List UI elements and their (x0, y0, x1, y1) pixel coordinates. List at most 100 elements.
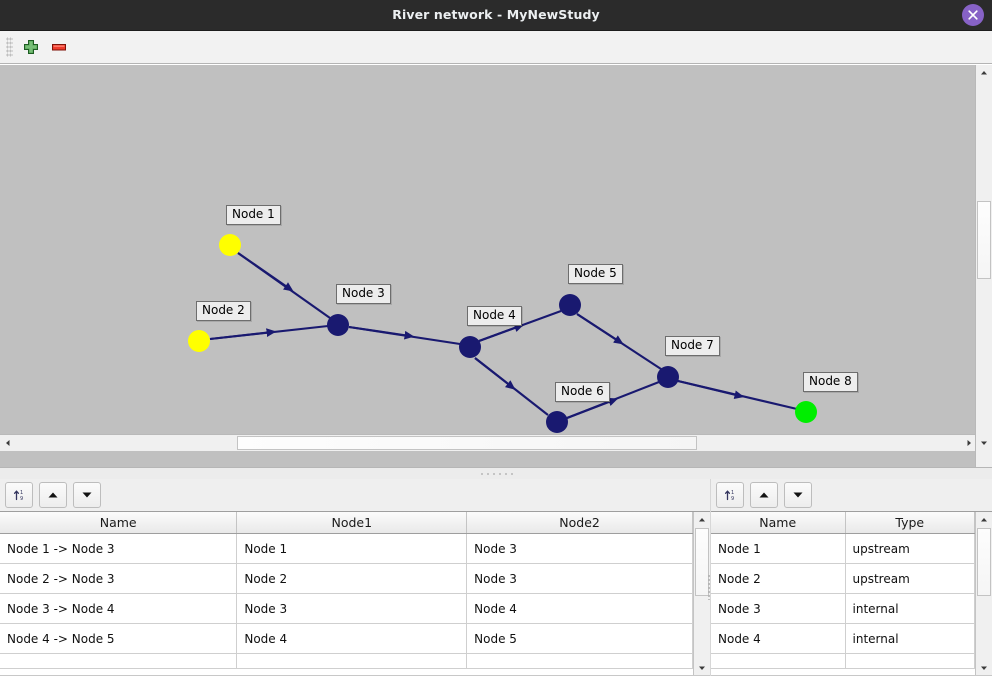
graph-node-3[interactable] (327, 314, 349, 336)
scroll-right-icon[interactable] (961, 435, 975, 450)
graph-node-7[interactable] (657, 366, 679, 388)
column-header-type[interactable]: Type (845, 512, 975, 534)
table-row[interactable]: Node 2 upstream (711, 563, 975, 594)
cell-node2[interactable]: Node 5 (466, 623, 693, 654)
table-row[interactable]: Node 1 upstream (711, 533, 975, 564)
cell-empty[interactable] (236, 653, 468, 669)
graph-node-8[interactable] (795, 401, 817, 423)
column-header-node1[interactable]: Node1 (236, 512, 468, 534)
cell-type[interactable]: internal (845, 623, 975, 654)
table-row-empty[interactable] (711, 653, 975, 669)
column-header-name[interactable]: Name (711, 512, 846, 534)
arrow-up-icon[interactable] (39, 482, 67, 508)
cell-name[interactable]: Node 1 (711, 533, 846, 564)
table-row[interactable]: Node 3 internal (711, 593, 975, 624)
sort-icon[interactable]: 1 9 (716, 482, 744, 508)
sort-icon[interactable]: 1 9 (5, 482, 33, 508)
panel-splitter[interactable] (0, 467, 992, 479)
table-row-empty[interactable] (0, 653, 693, 669)
cell-empty[interactable] (0, 653, 238, 669)
branch-scroll-thumb[interactable] (695, 528, 709, 596)
scroll-up-icon[interactable] (976, 65, 991, 80)
node-table-panel: 1 9 Name (707, 479, 992, 676)
cell-empty[interactable] (845, 653, 975, 669)
cell-type[interactable]: upstream (845, 563, 975, 594)
graph-node-4[interactable] (459, 336, 481, 358)
branch-table-outer: Name Node1 Node2 Node 1 -> Node 3 Node 1… (0, 511, 710, 676)
graph-node-label-6[interactable]: Node 6 (555, 382, 610, 402)
scroll-up-icon[interactable] (694, 512, 709, 527)
branch-table-scrollbar[interactable] (693, 512, 710, 675)
delete-node-icon[interactable] (45, 33, 73, 61)
node-table-scrollbar[interactable] (975, 512, 992, 675)
add-node-icon[interactable] (17, 33, 45, 61)
graph-node-label-7[interactable]: Node 7 (665, 336, 720, 356)
graph-node-1[interactable] (219, 234, 241, 256)
graph-node-5[interactable] (559, 294, 581, 316)
cell-empty[interactable] (466, 653, 693, 669)
cell-node2[interactable]: Node 3 (466, 533, 693, 564)
table-row[interactable]: Node 4 -> Node 5 Node 4 Node 5 (0, 623, 693, 654)
node-panel-grip[interactable] (707, 574, 712, 600)
cell-name[interactable]: Node 4 (711, 623, 846, 654)
graph-node-label-3[interactable]: Node 3 (336, 284, 391, 304)
arrow-up-icon[interactable] (750, 482, 778, 508)
cell-node1[interactable]: Node 3 (236, 593, 468, 624)
column-header-node2[interactable]: Node2 (466, 512, 693, 534)
branch-table-scrollarea[interactable]: Name Node1 Node2 Node 1 -> Node 3 Node 1… (0, 512, 693, 675)
node-table-toolbar: 1 9 (711, 479, 992, 511)
network-graph-canvas[interactable]: Node 1 Node 2 Node 3 Node 4 Node 5 Node … (0, 65, 975, 451)
branch-table: Name Node1 Node2 Node 1 -> Node 3 Node 1… (0, 512, 693, 669)
window-title: River network - MyNewStudy (392, 7, 600, 22)
graph-horizontal-scrollbar[interactable] (0, 434, 975, 451)
graph-node-label-5[interactable]: Node 5 (568, 264, 623, 284)
toolbar-grip[interactable] (6, 37, 13, 57)
svg-text:9: 9 (731, 496, 734, 502)
close-icon[interactable] (962, 4, 984, 26)
graph-node-label-2[interactable]: Node 2 (196, 301, 251, 321)
cell-empty[interactable] (711, 653, 846, 669)
cell-node1[interactable]: Node 1 (236, 533, 468, 564)
cell-name[interactable]: Node 2 -> Node 3 (0, 563, 238, 594)
node-table-header-row: Name Type (711, 512, 975, 534)
table-row[interactable]: Node 3 -> Node 4 Node 3 Node 4 (0, 593, 693, 624)
graph-node-label-1[interactable]: Node 1 (226, 205, 281, 225)
cell-name[interactable]: Node 3 (711, 593, 846, 624)
cell-node2[interactable]: Node 3 (466, 563, 693, 594)
column-header-name[interactable]: Name (0, 512, 238, 534)
table-row[interactable]: Node 2 -> Node 3 Node 2 Node 3 (0, 563, 693, 594)
graph-node-label-8[interactable]: Node 8 (803, 372, 858, 392)
network-graph-panel: Node 1 Node 2 Node 3 Node 4 Node 5 Node … (0, 64, 992, 467)
graph-vscroll-thumb[interactable] (977, 201, 991, 279)
cell-name[interactable]: Node 4 -> Node 5 (0, 623, 238, 654)
scroll-up-icon[interactable] (976, 512, 991, 527)
node-table-scrollarea[interactable]: Name Type Node 1 upstream Node 2 u (711, 512, 975, 675)
cell-node1[interactable]: Node 4 (236, 623, 468, 654)
cell-node1[interactable]: Node 2 (236, 563, 468, 594)
cell-node2[interactable]: Node 4 (466, 593, 693, 624)
table-row[interactable]: Node 1 -> Node 3 Node 1 Node 3 (0, 533, 693, 564)
main-toolbar (0, 31, 992, 64)
cell-type[interactable]: upstream (845, 533, 975, 564)
table-row[interactable]: Node 4 internal (711, 623, 975, 654)
node-table: Name Type Node 1 upstream Node 2 u (711, 512, 975, 669)
graph-hscroll-thumb[interactable] (237, 436, 697, 450)
cell-name[interactable]: Node 2 (711, 563, 846, 594)
scroll-left-icon[interactable] (0, 435, 15, 450)
graph-vertical-scrollbar[interactable] (975, 65, 992, 467)
cell-name[interactable]: Node 3 -> Node 4 (0, 593, 238, 624)
branch-table-panel: 1 9 Name (0, 479, 710, 676)
graph-node-2[interactable] (188, 330, 210, 352)
cell-name[interactable]: Node 1 -> Node 3 (0, 533, 238, 564)
scroll-down-icon[interactable] (976, 435, 991, 450)
graph-node-6[interactable] (546, 411, 568, 433)
scroll-down-icon[interactable] (976, 660, 991, 675)
arrow-down-icon[interactable] (73, 482, 101, 508)
arrow-down-icon[interactable] (784, 482, 812, 508)
splitter-grip (479, 471, 513, 476)
scroll-down-icon[interactable] (694, 660, 709, 675)
cell-type[interactable]: internal (845, 593, 975, 624)
graph-node-label-4[interactable]: Node 4 (467, 306, 522, 326)
node-scroll-thumb[interactable] (977, 528, 991, 596)
